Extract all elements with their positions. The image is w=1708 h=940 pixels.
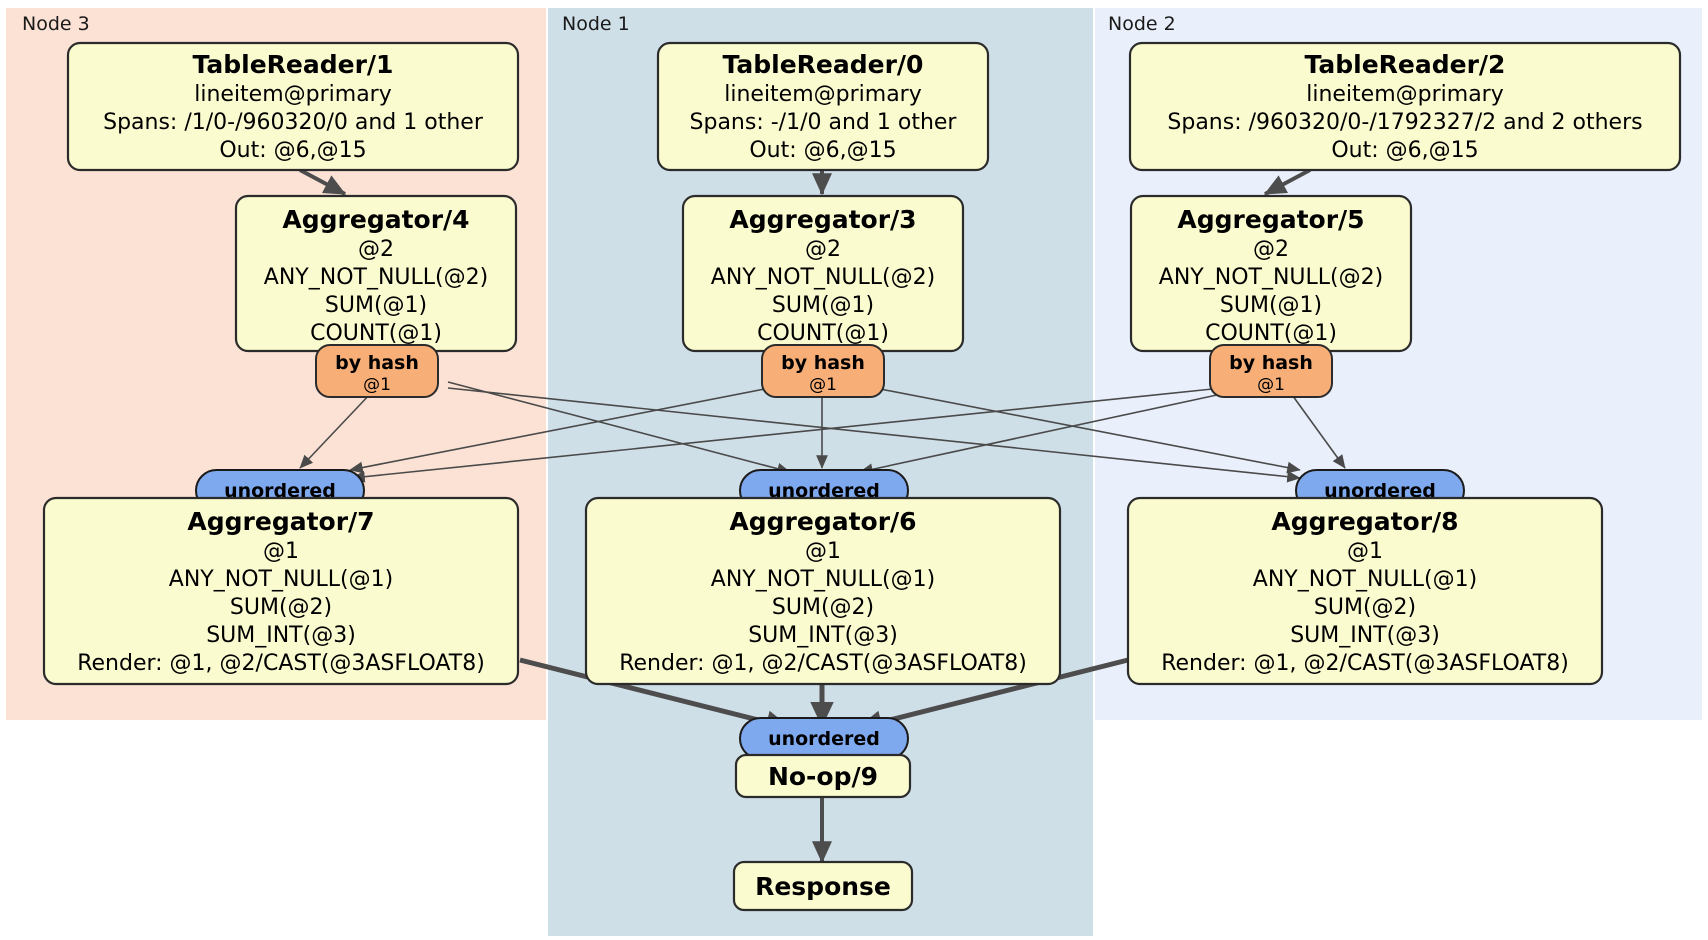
processor-aggregator-4-line-1: ANY_NOT_NULL(@2)	[264, 265, 488, 290]
processor-aggregator-8-line-2: SUM(@2)	[1314, 595, 1416, 620]
synchronizer-unordered-left-label: unordered	[224, 480, 336, 502]
processor-tablereader-1-box[interactable]	[66, 41, 520, 172]
processor-aggregator-8-line-0: @1	[1347, 539, 1383, 564]
processor-aggregator-4-line-3: COUNT(@1)	[310, 321, 442, 346]
processor-tablereader-2[interactable]: TableReader/2 lineitem@primary Spans: /9…	[1128, 41, 1682, 172]
processor-aggregator-4[interactable]: Aggregator/4 @2 ANY_NOT_NULL(@2) SUM(@1)…	[234, 194, 518, 353]
processor-tablereader-0-title: TableReader/0	[723, 50, 924, 79]
processor-tablereader-0-box[interactable]	[656, 41, 990, 172]
processor-aggregator-5-line-0: @2	[1253, 237, 1289, 262]
processor-noop-9[interactable]: No-op/9	[734, 753, 912, 799]
processor-aggregator-6-line-4: Render: @1, @2/CAST(@3ASFLOAT8)	[619, 651, 1027, 676]
router-by-hash-right-label: by hash	[1229, 352, 1313, 374]
edge-hash-center-to-unordered-right	[874, 387, 1301, 474]
processor-tablereader-0[interactable]: TableReader/0 lineitem@primary Spans: -/…	[656, 41, 990, 172]
edge-hash-left-to-unordered-center	[447, 381, 791, 475]
region-node-3-label: Node 3	[22, 13, 90, 35]
router-by-hash-left-label: by hash	[335, 352, 419, 374]
processor-aggregator-4-line-2: SUM(@1)	[325, 293, 427, 318]
region-node-1-label: Node 1	[562, 13, 630, 35]
edge-aggregator8-to-unordered-final	[857, 657, 1129, 734]
processor-aggregator-5-line-3: COUNT(@1)	[1205, 321, 1337, 346]
processor-tablereader-1-line-2: Out: @6,@15	[219, 138, 366, 163]
processor-aggregator-7-box[interactable]	[42, 496, 520, 686]
processor-aggregator-8-line-4: Render: @1, @2/CAST(@3ASFLOAT8)	[1161, 651, 1569, 676]
processor-aggregator-7-line-4: Render: @1, @2/CAST(@3ASFLOAT8)	[77, 651, 485, 676]
edge-hash-right-to-unordered-left	[351, 387, 1223, 483]
processor-aggregator-3-title: Aggregator/3	[729, 205, 916, 234]
edge-hash-center-to-unordered-left	[349, 387, 771, 474]
processor-aggregator-8-line-3: SUM_INT(@3)	[1290, 623, 1440, 648]
processor-aggregator-3-line-2: SUM(@1)	[772, 293, 874, 318]
router-by-hash-center[interactable]: by hash @1	[761, 344, 885, 398]
processor-aggregator-8[interactable]: Aggregator/8 @1 ANY_NOT_NULL(@1) SUM(@2)…	[1126, 496, 1604, 686]
processor-aggregator-3-line-1: ANY_NOT_NULL(@2)	[711, 265, 935, 290]
processor-aggregator-5-line-1: ANY_NOT_NULL(@2)	[1159, 265, 1383, 290]
synchronizer-unordered-final[interactable]: unordered	[739, 717, 909, 760]
processor-tablereader-1-line-0: lineitem@primary	[194, 82, 392, 107]
processor-aggregator-7-line-0: @1	[263, 539, 299, 564]
processor-aggregator-6-line-2: SUM(@2)	[772, 595, 874, 620]
synchronizer-unordered-center-label: unordered	[768, 480, 880, 502]
processor-aggregator-3[interactable]: Aggregator/3 @2 ANY_NOT_NULL(@2) SUM(@1)…	[681, 194, 965, 353]
edge-tablereader2-to-aggregator5	[1263, 168, 1311, 196]
region-node-2-label: Node 2	[1108, 13, 1176, 35]
processor-noop-9-title: No-op/9	[768, 762, 878, 791]
processor-aggregator-8-box[interactable]	[1126, 496, 1604, 686]
router-by-hash-center-pill[interactable]	[761, 344, 885, 398]
processor-noop-9-box[interactable]	[734, 753, 912, 799]
processor-aggregator-3-line-0: @2	[805, 237, 841, 262]
processor-aggregator-5-title: Aggregator/5	[1177, 205, 1364, 234]
processor-aggregator-6[interactable]: Aggregator/6 @1 ANY_NOT_NULL(@1) SUM(@2)…	[584, 496, 1062, 686]
processor-tablereader-0-line-0: lineitem@primary	[724, 82, 922, 107]
processor-aggregator-4-line-0: @2	[358, 237, 394, 262]
processor-response-title: Response	[755, 872, 891, 901]
processor-tablereader-0-line-1: Spans: -/1/0 and 1 other	[690, 110, 958, 135]
router-by-hash-left[interactable]: by hash @1	[315, 344, 439, 398]
processor-aggregator-6-title: Aggregator/6	[729, 507, 916, 536]
processor-tablereader-2-title: TableReader/2	[1305, 50, 1506, 79]
edge-hash-right-to-unordered-right	[1289, 391, 1346, 469]
processor-tablereader-2-line-2: Out: @6,@15	[1331, 138, 1478, 163]
processor-aggregator-7[interactable]: Aggregator/7 @1 ANY_NOT_NULL(@1) SUM(@2)…	[42, 496, 520, 686]
processor-aggregator-5-line-2: SUM(@1)	[1220, 293, 1322, 318]
processor-aggregator-5[interactable]: Aggregator/5 @2 ANY_NOT_NULL(@2) SUM(@1)…	[1129, 194, 1413, 353]
processor-aggregator-7-line-1: ANY_NOT_NULL(@1)	[169, 567, 393, 592]
processor-response[interactable]: Response	[732, 860, 914, 912]
edge-tablereader1-to-aggregator4	[299, 168, 347, 196]
processor-aggregator-6-box[interactable]	[584, 496, 1062, 686]
processor-response-box[interactable]	[732, 860, 914, 912]
router-by-hash-center-sub: @1	[809, 375, 837, 395]
processor-aggregator-8-line-1: ANY_NOT_NULL(@1)	[1253, 567, 1477, 592]
processor-tablereader-2-line-1: Spans: /960320/0-/1792327/2 and 2 others	[1167, 110, 1642, 135]
processor-tablereader-0-line-2: Out: @6,@15	[749, 138, 896, 163]
router-by-hash-right[interactable]: by hash @1	[1209, 344, 1333, 398]
processor-tablereader-1-line-1: Spans: /1/0-/960320/0 and 1 other	[103, 110, 484, 135]
processor-tablereader-1-title: TableReader/1	[193, 50, 394, 79]
router-by-hash-right-pill[interactable]	[1209, 344, 1333, 398]
synchronizer-unordered-right-label: unordered	[1324, 480, 1436, 502]
router-by-hash-left-sub: @1	[363, 375, 391, 395]
processor-tablereader-2-line-0: lineitem@primary	[1306, 82, 1504, 107]
edge-hash-left-to-unordered-right	[447, 387, 1301, 483]
synchronizer-unordered-final-label: unordered	[768, 728, 880, 750]
processor-aggregator-4-title: Aggregator/4	[282, 205, 469, 234]
processor-aggregator-7-line-2: SUM(@2)	[230, 595, 332, 620]
processor-aggregator-8-title: Aggregator/8	[1271, 507, 1458, 536]
router-by-hash-right-sub: @1	[1257, 375, 1285, 395]
router-by-hash-left-pill[interactable]	[315, 344, 439, 398]
processor-aggregator-7-title: Aggregator/7	[187, 507, 374, 536]
edge-hash-left-to-unordered-left	[299, 391, 373, 469]
processor-tablereader-1[interactable]: TableReader/1 lineitem@primary Spans: /1…	[66, 41, 520, 172]
processor-aggregator-6-line-0: @1	[805, 539, 841, 564]
processor-tablereader-2-box[interactable]	[1128, 41, 1682, 172]
edge-hash-right-to-unordered-center	[859, 389, 1241, 476]
router-by-hash-center-label: by hash	[781, 352, 865, 374]
processor-aggregator-6-line-1: ANY_NOT_NULL(@1)	[711, 567, 935, 592]
edge-aggregator7-to-unordered-final	[519, 657, 791, 734]
processor-aggregator-7-line-3: SUM_INT(@3)	[206, 623, 356, 648]
processor-aggregator-3-line-3: COUNT(@1)	[757, 321, 889, 346]
processor-aggregator-6-line-3: SUM_INT(@3)	[748, 623, 898, 648]
